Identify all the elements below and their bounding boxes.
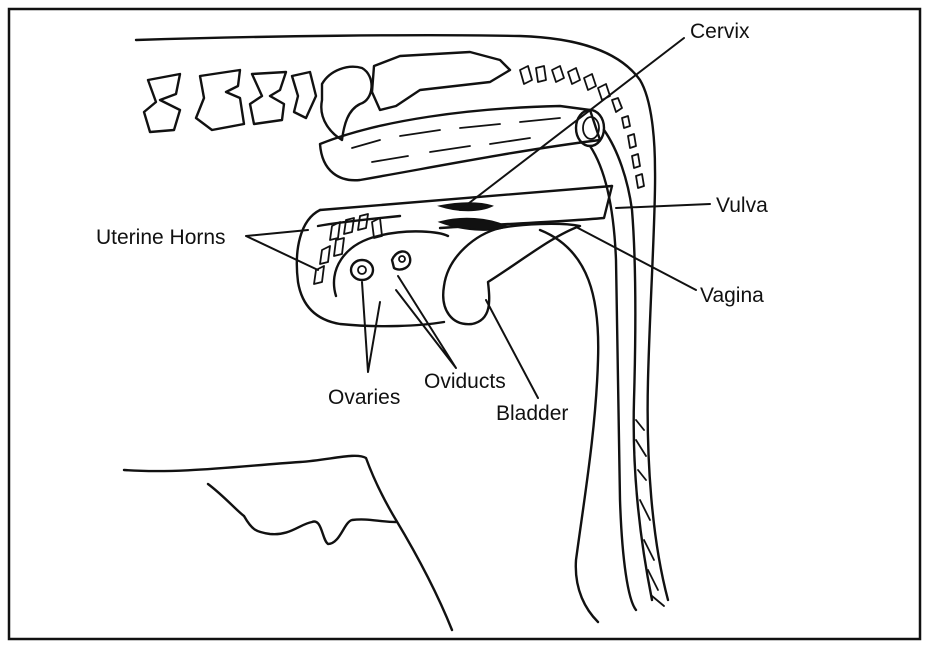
spine-drawing bbox=[136, 35, 668, 600]
uterine-horns-leader-line bbox=[246, 230, 318, 270]
oviducts-leader-line bbox=[396, 276, 456, 368]
body-outline-drawing bbox=[124, 230, 598, 630]
cervix-label: Cervix bbox=[690, 20, 750, 43]
tract-drawing bbox=[297, 186, 612, 326]
bladder-label: Bladder bbox=[496, 402, 568, 425]
vagina-label: Vagina bbox=[700, 284, 764, 307]
bladder-drawing bbox=[443, 224, 580, 324]
uterine-horns-label: Uterine Horns bbox=[96, 226, 226, 249]
tail-drawing bbox=[636, 420, 664, 606]
vagina-leader-line bbox=[578, 228, 696, 290]
ovaries-label: Ovaries bbox=[328, 386, 400, 409]
vulva-label: Vulva bbox=[716, 194, 768, 217]
oviducts-label: Oviducts bbox=[424, 370, 506, 393]
